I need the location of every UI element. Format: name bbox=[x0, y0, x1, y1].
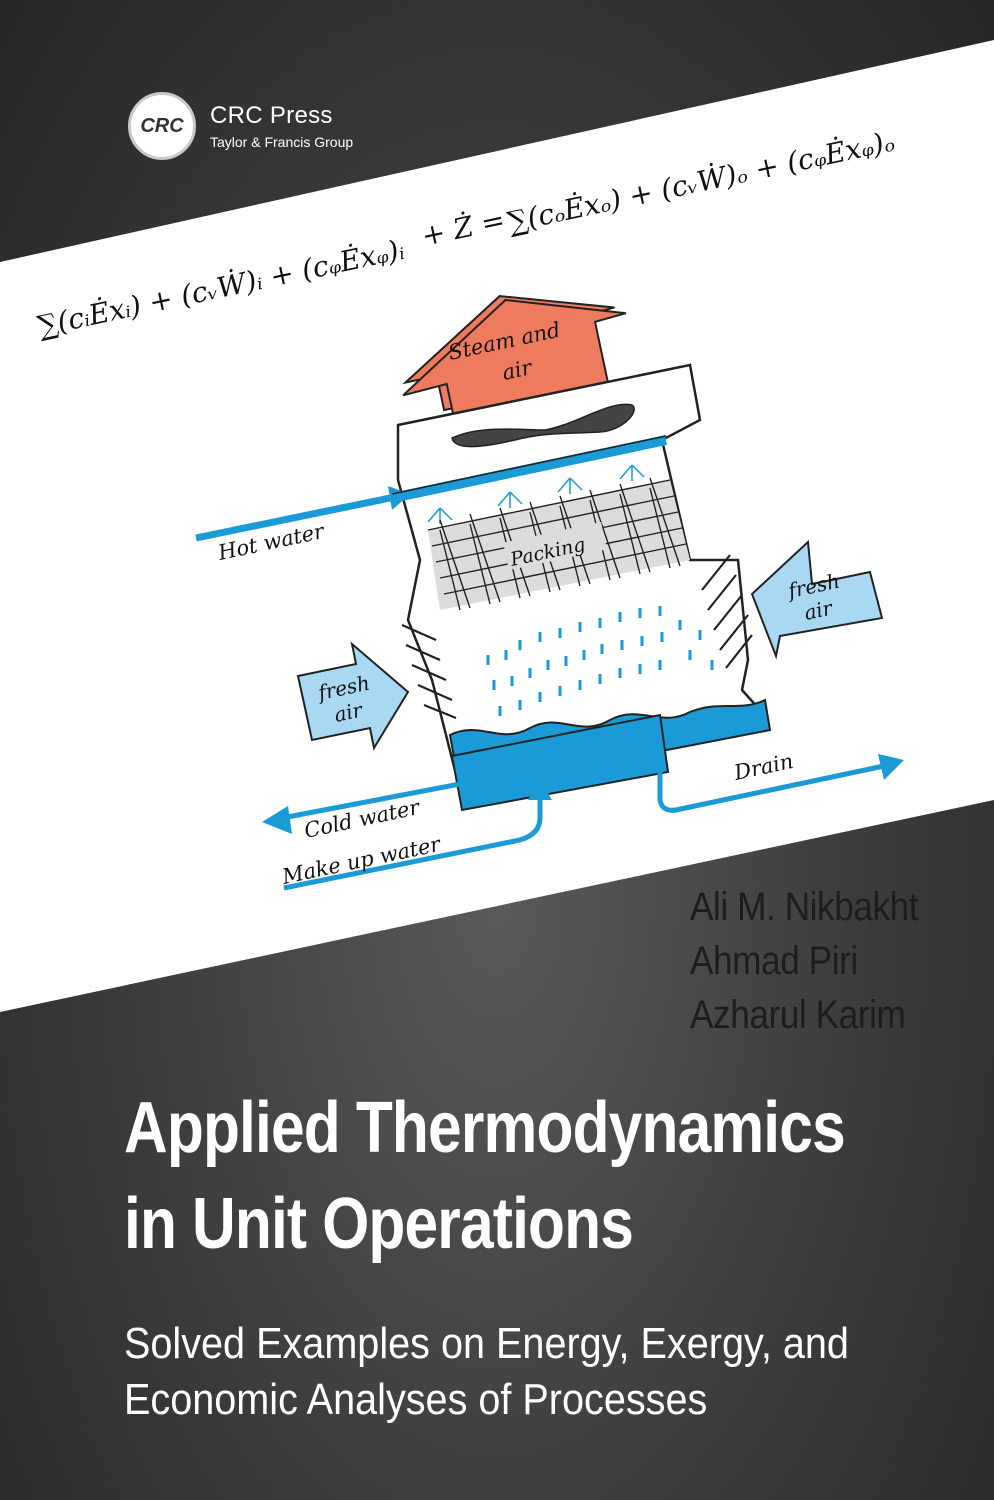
cold-water-pipe bbox=[281, 781, 461, 821]
fresh-air-right-arrow bbox=[750, 539, 884, 660]
water-drops bbox=[486, 606, 714, 716]
book-subtitle: Solved Examples on Energy, Exergy, and E… bbox=[124, 1316, 849, 1428]
fresh-air-right-label-2: air bbox=[802, 595, 836, 625]
equation-top: ∑(cₒĖxₒ) + (cᵥẆ)ₒ + (cᵩĖxᵩ)ₒ bbox=[505, 125, 898, 239]
equation-left: ∑(cᵢĖxᵢ) + (cᵥẆ)ᵢ + (cᵩĖxᵩ)ᵢ bbox=[35, 233, 408, 343]
make-up-water-arrowhead-icon bbox=[528, 780, 552, 800]
fresh-air-left-label-2: air bbox=[332, 697, 366, 727]
book-title-line-2: in Unit Operations bbox=[124, 1184, 634, 1264]
authors-list: Ali M. Nikbakht Ahmad Piri Azharul Karim bbox=[690, 880, 949, 1042]
crc-logo-icon: CRC bbox=[128, 92, 196, 160]
cold-water-arrowhead-icon bbox=[262, 806, 292, 834]
author-2: Ahmad Piri bbox=[690, 939, 858, 983]
make-up-water-pipe bbox=[283, 796, 543, 891]
steam-arrow bbox=[402, 295, 627, 417]
hot-water-pipe bbox=[195, 435, 668, 542]
fan-icon bbox=[451, 403, 635, 448]
book-subtitle-line-1: Solved Examples on Energy, Exergy, and bbox=[124, 1319, 849, 1368]
crc-logo-text: CRC bbox=[140, 114, 184, 137]
publisher-group: Taylor & Francis Group bbox=[210, 134, 354, 150]
packing-block bbox=[427, 477, 690, 611]
publisher-block: CRC CRC Press Taylor & Francis Group bbox=[128, 92, 388, 164]
drain-arrowhead-icon bbox=[878, 754, 904, 780]
fresh-air-left-arrow bbox=[296, 641, 410, 751]
book-title: Applied Thermodynamics in Unit Operation… bbox=[124, 1080, 846, 1272]
left-louvers bbox=[401, 623, 457, 720]
publisher-name: CRC Press bbox=[210, 102, 333, 129]
water-basin bbox=[448, 698, 772, 812]
drain-pipe bbox=[657, 760, 885, 813]
right-louvers bbox=[701, 554, 753, 669]
equation-top-prefix: + Ż = bbox=[419, 203, 508, 253]
drain-label: Drain bbox=[731, 749, 795, 785]
book-subtitle-line-2: Economic Analyses of Processes bbox=[124, 1375, 708, 1424]
author-1: Ali M. Nikbakht bbox=[690, 885, 919, 929]
book-title-line-1: Applied Thermodynamics bbox=[124, 1088, 846, 1168]
author-3: Azharul Karim bbox=[690, 993, 906, 1037]
